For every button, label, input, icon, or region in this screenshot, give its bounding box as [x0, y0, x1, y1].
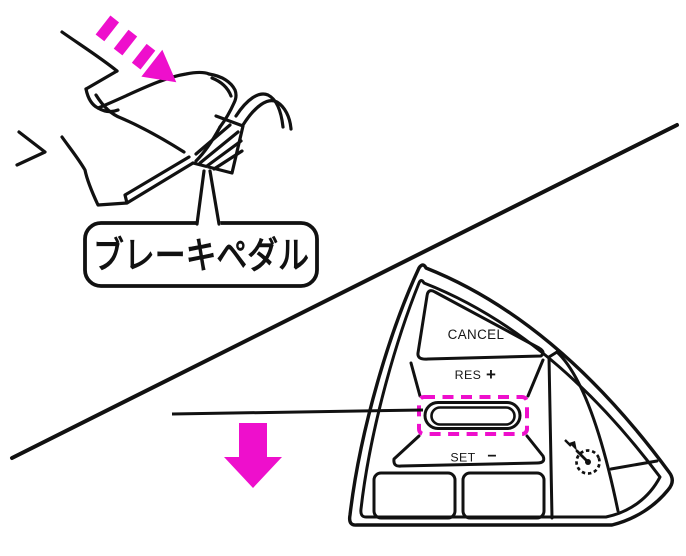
set-label: SET	[450, 451, 475, 465]
callout-pointer-fill	[195, 167, 222, 229]
pod-corner-notch	[609, 459, 659, 471]
cancel-button-outline	[416, 289, 545, 361]
cruise-control-icon	[564, 439, 601, 475]
cancel-label: CANCEL	[448, 327, 505, 342]
pedal-pad-outline	[191, 114, 245, 175]
shoe-toe-outline	[207, 72, 238, 129]
shoe-side-seam	[94, 93, 186, 154]
leg-back-line	[15, 130, 47, 167]
shoe-front-sole-line	[194, 125, 222, 163]
press-pedal-arrow-icon	[95, 15, 177, 83]
shoe-welt-seam	[123, 155, 191, 205]
shoe-sole-outline	[60, 135, 195, 207]
brake-pedal-illustration	[15, 30, 293, 207]
switch-pointer-line	[171, 408, 424, 416]
res-label: RES	[455, 368, 482, 382]
shoe-top-outline	[96, 70, 211, 110]
res-row-right-edge	[526, 358, 545, 398]
rocker-switch-outer	[423, 401, 522, 430]
pedal-callout-label: ブレーキペダル	[93, 234, 309, 276]
steering-switch-illustration	[347, 263, 674, 527]
pod-sail-curve	[555, 350, 620, 513]
pod-outer-outline	[347, 263, 674, 527]
pod-divider-line	[547, 350, 559, 520]
shoe-collar-line	[84, 87, 100, 110]
pod-inner-outline	[359, 279, 662, 519]
pedal-pad-hatch	[194, 123, 244, 171]
brake-pedal-callout: ブレーキペダル	[83, 167, 319, 288]
res-row-left-edge	[409, 361, 422, 398]
divider-line	[10, 123, 679, 460]
set-row-outline	[392, 434, 546, 468]
shoe-toe-seam	[210, 76, 233, 98]
callout-pointer-lines	[195, 169, 221, 226]
lower-right-button	[461, 471, 546, 520]
leg-shin-line	[60, 30, 119, 73]
gauge-dial	[575, 449, 601, 475]
res-plus-symbol: +	[486, 365, 496, 384]
shoe-ankle-line	[84, 69, 119, 91]
gauge-arrow-head	[569, 441, 577, 451]
rocker-switch-inner	[430, 406, 516, 426]
switch-highlight-box	[417, 395, 529, 436]
gauge-arrow-shaft	[564, 439, 572, 447]
lower-left-button	[372, 471, 457, 520]
pedal-arm-inner	[234, 92, 285, 129]
set-minus-symbol-glyph: −	[487, 448, 496, 465]
gauge-hub	[585, 459, 591, 465]
press-switch-down-arrow-icon	[224, 423, 282, 488]
